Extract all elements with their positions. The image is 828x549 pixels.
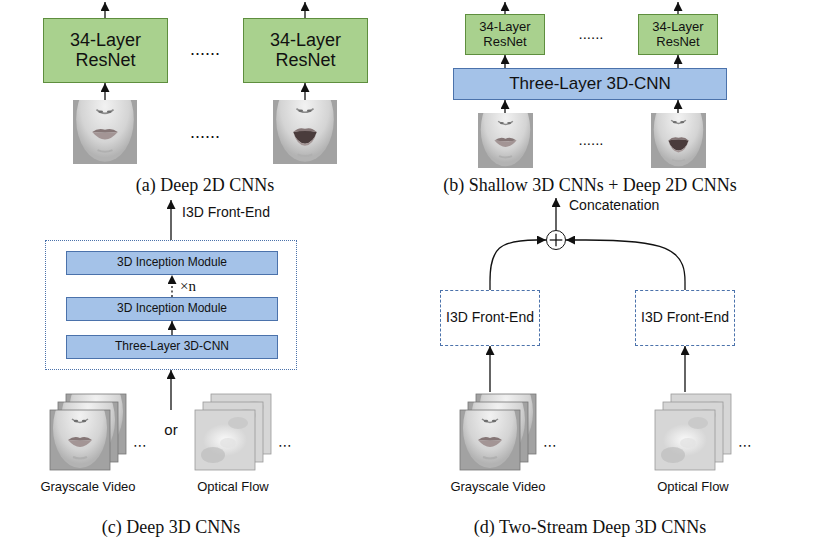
subfigure-caption: (d) Two-Stream Deep 3D CNNs — [474, 518, 706, 538]
lip-frame — [273, 77, 337, 164]
ellipsis: ...... — [578, 26, 603, 43]
input-label: Optical Flow — [197, 480, 269, 494]
flow-frame — [655, 410, 715, 470]
box-label: 3D Inception Module — [117, 256, 227, 269]
subfigure-caption: (b) Shallow 3D CNNs + Deep 2D CNNs — [443, 176, 737, 196]
output-arrow — [304, 2, 305, 18]
box-label: 34-Layer ResNet — [639, 20, 717, 49]
box-label: I3D Front-End — [641, 310, 729, 325]
connector-arrow — [566, 240, 685, 290]
or-label: or — [164, 422, 177, 439]
input-arrow — [104, 83, 105, 100]
video-frame — [50, 388, 110, 470]
box-label: 34-Layer ResNet — [44, 31, 167, 71]
frame-border — [655, 410, 715, 470]
ellipsis: ...... — [578, 132, 603, 149]
ellipsis: ⋯ — [133, 438, 147, 453]
frame-border — [50, 410, 110, 470]
frame-border — [460, 410, 520, 470]
ellipsis: ...... — [190, 123, 220, 143]
input-arrow — [304, 83, 305, 100]
group-heading: I3D Front-End — [182, 205, 270, 220]
plus-symbol — [547, 231, 565, 249]
resnet-box: 34-Layer ResNet — [43, 18, 168, 83]
ellipsis: ...... — [190, 40, 220, 60]
inception-box: 3D Inception Module — [66, 297, 278, 321]
lip-frame — [478, 93, 533, 168]
input-arrow — [489, 346, 490, 392]
lip-frame — [651, 93, 706, 168]
ellipsis: ⋯ — [278, 438, 292, 453]
box-label: Three-Layer 3D-CNN — [509, 75, 671, 94]
frame-border — [195, 410, 255, 470]
connector-arrow — [504, 55, 505, 68]
lip-frame — [73, 77, 137, 164]
concat-label: Concatenation — [569, 198, 659, 213]
output-arrow — [555, 198, 556, 230]
subfigure-caption: (a) Deep 2D CNNs — [136, 176, 274, 196]
box-label: I3D Front-End — [446, 310, 534, 325]
resnet-box: 34-Layer ResNet — [243, 18, 368, 83]
input-arrow — [504, 100, 505, 113]
connector-arrow — [171, 275, 172, 297]
output-arrow — [170, 200, 171, 240]
conv3d-box: Three-Layer 3D-CNN — [453, 68, 727, 100]
grayscale-stack — [50, 372, 126, 470]
subfigure-caption: (c) Deep 3D CNNs — [102, 518, 240, 538]
input-label: Grayscale Video — [450, 480, 545, 494]
conv3d-box: Three-Layer 3D-CNN — [66, 335, 278, 359]
output-arrow — [104, 2, 105, 18]
box-label: Three-Layer 3D-CNN — [115, 340, 229, 353]
front-end-box: I3D Front-End — [635, 290, 735, 346]
repeat-label: ×n — [180, 278, 196, 295]
flow-frame — [195, 410, 255, 470]
video-frame — [460, 388, 520, 470]
input-arrow — [677, 100, 678, 113]
front-end-box: I3D Front-End — [440, 290, 540, 346]
grayscale-stack — [460, 372, 536, 470]
box-label: 3D Inception Module — [117, 302, 227, 315]
layout-arrows — [105, 2, 685, 410]
resnet-box: 34-Layer ResNet — [638, 14, 718, 55]
input-label: Optical Flow — [657, 480, 729, 494]
resnet-box: 34-Layer ResNet — [465, 14, 545, 55]
ellipsis: ⋯ — [543, 438, 557, 453]
ellipsis: ⋯ — [738, 438, 752, 453]
flow-stack — [655, 394, 731, 470]
output-arrow — [504, 2, 505, 14]
concat-circle: Concatenation — [546, 230, 566, 250]
flow-stack — [195, 394, 271, 470]
connector-arrow — [677, 55, 678, 68]
input-arrow — [170, 370, 171, 410]
connector-arrow — [490, 240, 546, 290]
front-end-group: I3D Front-End3D Inception Module3D Incep… — [45, 240, 297, 370]
output-arrow — [677, 2, 678, 14]
input-arrow — [684, 346, 685, 392]
connector-arrow — [171, 321, 172, 335]
inception-box: 3D Inception Module — [66, 251, 278, 275]
box-label: 34-Layer ResNet — [244, 31, 367, 71]
plus-stroke — [550, 239, 563, 240]
input-label: Grayscale Video — [40, 480, 135, 494]
box-label: 34-Layer ResNet — [466, 20, 544, 49]
